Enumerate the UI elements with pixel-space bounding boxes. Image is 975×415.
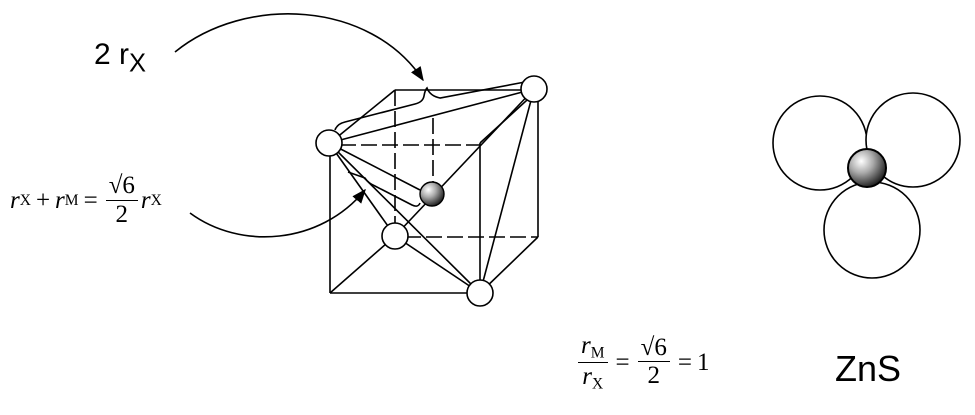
label-2rx: 2 rX	[94, 38, 146, 79]
equals: =	[677, 348, 692, 376]
subscript: X	[19, 191, 31, 209]
fraction: √6 2	[105, 172, 138, 229]
denominator: 2	[115, 200, 129, 228]
subscript: X	[129, 49, 147, 78]
denominator: rX	[582, 363, 603, 393]
tetrahedron-edges	[328, 88, 535, 294]
r-symbol: r	[140, 186, 151, 214]
equals: =	[615, 348, 630, 376]
anion-atom	[520, 75, 548, 103]
equals: =	[83, 186, 98, 214]
result: 1	[696, 348, 710, 376]
plus: +	[35, 186, 51, 214]
cation-sphere	[847, 148, 887, 188]
cube-hidden-edges	[340, 90, 538, 238]
anion-atom	[466, 279, 494, 307]
bracket-2rx	[334, 81, 526, 131]
anion-sphere	[823, 181, 921, 279]
r-symbol: r	[582, 362, 593, 390]
subscript: X	[150, 191, 162, 209]
face-diagonals	[329, 235, 481, 294]
zns-packing-figure	[772, 92, 961, 279]
anion-sphere	[865, 92, 961, 188]
coef: 2	[94, 38, 111, 71]
subscript: M	[64, 191, 79, 209]
cation-atom	[419, 181, 445, 207]
numerator: √6	[105, 172, 138, 201]
anion-atom	[315, 129, 343, 157]
numerator: rM	[578, 332, 608, 363]
subscript: M	[590, 344, 605, 362]
ratio-fraction: rM rX	[578, 332, 608, 393]
structure-label: ZnS	[835, 348, 902, 389]
anion-atom	[381, 222, 409, 250]
radius-ratio-equation: rM rX = √6 2 = 1	[575, 332, 709, 393]
r-symbol: r	[581, 332, 591, 359]
arrow-rx-rm	[189, 188, 366, 238]
r-symbol: r	[10, 186, 20, 214]
subscript: X	[592, 375, 604, 393]
denominator: 2	[647, 362, 661, 390]
r-symbol: r	[119, 38, 130, 71]
r-symbol: r	[55, 186, 65, 214]
fraction: √6 2	[637, 334, 670, 391]
bracket-rx-rm	[347, 171, 421, 207]
cube-edges	[329, 89, 539, 294]
arrow-2rx	[174, 13, 424, 82]
numerator: √6	[637, 334, 670, 363]
